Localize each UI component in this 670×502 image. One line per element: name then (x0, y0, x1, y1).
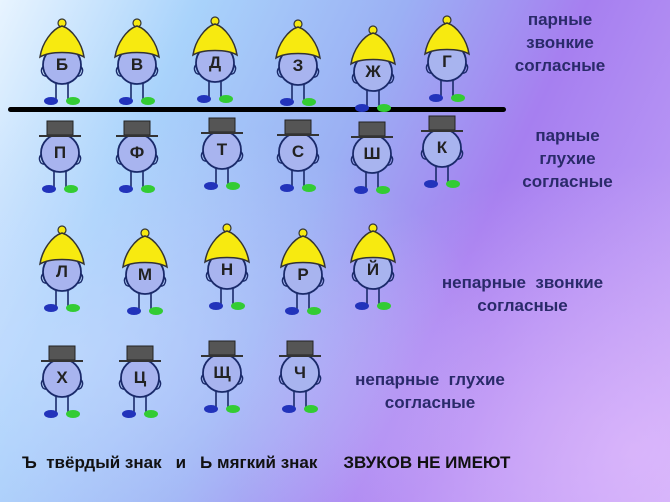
cap-hat-icon (350, 25, 396, 66)
top-hat-icon (351, 121, 393, 138)
consonant-letter: Й (366, 260, 380, 279)
consonant-letter: П (53, 143, 67, 162)
consonant-letter: З (292, 56, 304, 75)
consonant-character: С (268, 100, 328, 200)
consonant-character: В (107, 13, 167, 113)
label-line: парные (527, 10, 593, 29)
top-hat-icon (421, 115, 463, 132)
label-unpaired-voiced: непарные звонкие согласные (410, 271, 635, 317)
cap-hat-icon (114, 18, 160, 59)
consonant-character: М (115, 223, 175, 323)
consonant-character: К (412, 96, 472, 196)
label-line: согласные (522, 172, 613, 191)
top-hat-icon (201, 117, 243, 134)
consonant-letter: Ф (129, 143, 145, 162)
consonant-letter: Ж (365, 62, 381, 81)
cap-hat-icon (192, 16, 238, 57)
label-line: глухие (539, 149, 596, 168)
label-line: парные (535, 126, 600, 145)
consonant-character: Ц (110, 326, 170, 426)
top-hat-icon (119, 345, 161, 362)
label-line: согласные (477, 296, 568, 315)
consonant-letter: М (137, 265, 153, 284)
consonant-character: Г (417, 10, 477, 110)
consonant-character: П (30, 101, 90, 201)
cap-hat-icon (39, 18, 85, 59)
consonant-letter: Р (297, 265, 309, 284)
consonant-character: Ф (107, 101, 167, 201)
consonant-letter: Н (220, 260, 234, 279)
consonant-character: Л (32, 220, 92, 320)
cap-hat-icon (424, 15, 470, 56)
consonant-character: Б (32, 13, 92, 113)
consonant-character: Ч (270, 321, 330, 421)
consonant-letter: Ц (133, 368, 147, 387)
divider-line (8, 107, 506, 112)
consonant-character: Т (192, 98, 252, 198)
cap-hat-icon (39, 225, 85, 266)
top-hat-icon (116, 120, 158, 137)
consonant-letter: В (130, 55, 144, 74)
label-paired-voiced: парные звонкие согласные (500, 8, 620, 77)
cap-hat-icon (350, 223, 396, 264)
top-hat-icon (201, 340, 243, 357)
top-hat-icon (279, 340, 321, 357)
and-text: и (175, 453, 187, 472)
label-line: непарные звонкие (441, 273, 604, 292)
consonant-character: Н (197, 218, 257, 318)
cap-hat-icon (275, 19, 321, 60)
label-line: звонкие (526, 33, 594, 52)
soft-sign-text: Ь мягкий знак (200, 453, 318, 472)
cap-hat-icon (122, 228, 168, 269)
consonant-character: Р (273, 223, 333, 323)
no-sounds-text: ЗВУКОВ НЕ ИМЕЮТ (343, 453, 511, 472)
consonant-letter: Ч (294, 363, 306, 382)
top-hat-icon (41, 345, 83, 362)
consonant-letter: Б (55, 55, 69, 74)
top-hat-icon (39, 120, 81, 137)
label-line: непарные глухие (355, 370, 505, 389)
hard-sign-text: Ъ твёрдый знак (22, 453, 162, 472)
consonant-character: Ш (342, 102, 402, 202)
consonant-character: Д (185, 11, 245, 111)
consonant-letter: Ш (363, 144, 381, 163)
consonant-letter: Щ (213, 363, 231, 382)
consonant-letter: Г (442, 52, 452, 71)
label-unpaired-voiceless: непарные глухие согласные (330, 368, 530, 414)
consonant-character: З (268, 14, 328, 114)
top-hat-icon (277, 119, 319, 136)
cap-hat-icon (280, 228, 326, 269)
consonant-letter: Л (56, 262, 68, 281)
consonant-letter: С (291, 142, 305, 161)
consonant-character: Ж (343, 20, 403, 120)
consonant-letter: Д (208, 53, 222, 72)
consonant-letter: К (436, 138, 448, 157)
footer-note: Ъ твёрдый знак и Ь мягкий знак ЗВУКОВ НЕ ИМ… (22, 453, 524, 473)
consonant-letter: Т (216, 140, 228, 159)
consonant-character: Й (343, 218, 403, 318)
consonant-character: Х (32, 326, 92, 426)
label-line: согласные (384, 393, 476, 412)
label-line: согласные (514, 56, 606, 75)
cap-hat-icon (204, 223, 250, 264)
consonant-character: Щ (192, 321, 252, 421)
consonant-letter: Х (56, 368, 68, 387)
label-paired-voiceless: парные глухие согласные (505, 124, 630, 193)
